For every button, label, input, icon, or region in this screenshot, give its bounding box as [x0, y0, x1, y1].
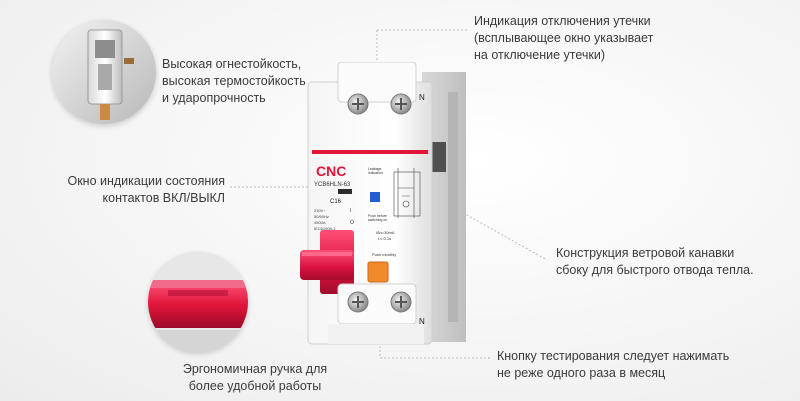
leakage-indicator-window: [370, 192, 380, 202]
switch-mark-off: O: [350, 220, 354, 226]
terminal-mark-bottom: N: [419, 317, 425, 326]
terminal-mark-top: N: [419, 93, 425, 102]
switch-mark-on: I: [350, 208, 351, 214]
callout-line: не реже одного раза в месяц: [497, 366, 666, 380]
callout-line: Окно индикации состояния: [67, 174, 225, 188]
model-label: YCB6HLN-63: [314, 182, 351, 188]
push-label: switching on: [368, 218, 387, 222]
callout-ergonomic-handle: Эргономичная ручка для более удобной раб…: [170, 361, 340, 395]
callout-contact-window: Окно индикации состояния контактов ВКЛ/В…: [40, 173, 225, 207]
callout-line: Эргономичная ручка для: [182, 362, 328, 376]
test-button: [367, 261, 389, 283]
terminal-closeup-image: [52, 20, 156, 124]
callout-line: (всплывающее окно указывает: [474, 31, 654, 45]
leakage-label: Leakage: [368, 167, 381, 171]
callout-line: сбоку для быстрого отвода тепла.: [556, 263, 754, 277]
spec-line: 4500A: [314, 220, 326, 225]
callout-line: Конструкция ветровой канавки: [556, 246, 735, 260]
rating-label: C16: [330, 199, 342, 205]
callout-line: Высокая огнестойкость,: [162, 57, 302, 71]
callout-fire-resistance: Высокая огнестойкость, высокая термостой…: [162, 56, 306, 107]
callout-line: высокая термостойкость: [162, 74, 306, 88]
callout-air-groove: Конструкция ветровой канавки сбоку для б…: [556, 245, 754, 279]
push-monthly-label: Push monthly: [372, 252, 396, 257]
detail-circle-handle: [148, 252, 248, 352]
callout-test-button: Кнопку тестирования следует нажимать не …: [497, 348, 729, 382]
callout-line: более удобной работы: [188, 379, 322, 393]
current-spec: I∆n=30mA: [376, 230, 395, 235]
brand-logo: CNC: [316, 163, 346, 179]
callout-line: и ударопрочность: [162, 91, 266, 105]
current-spec: t ≤ 0.1s: [378, 236, 391, 241]
callout-leakage-indicator: Индикация отключения утечки (всплывающее…: [474, 13, 653, 64]
handle-closeup-image: [148, 252, 248, 352]
spec-line: IEC61009-1: [314, 226, 336, 231]
circuit-diagram: [393, 168, 421, 218]
callout-line: на отключение утечки): [474, 48, 606, 62]
callout-line: Кнопку тестирования следует нажимать: [497, 349, 730, 363]
spec-line: 50/60Hz: [314, 214, 329, 219]
rcbo-device: N CNC YCB6HLN-63 C16 230V~ 50/60Hz 4500A…: [300, 62, 466, 345]
detail-circle-terminal: [52, 20, 156, 124]
contact-indicator-window: [338, 189, 352, 194]
spec-line: 230V~: [314, 208, 326, 213]
leakage-label: indication: [368, 171, 383, 175]
callout-line: контактов ВКЛ/ВЫКЛ: [102, 191, 225, 205]
callout-line: Индикация отключения утечки: [474, 14, 651, 28]
push-label: Push before: [368, 214, 387, 218]
